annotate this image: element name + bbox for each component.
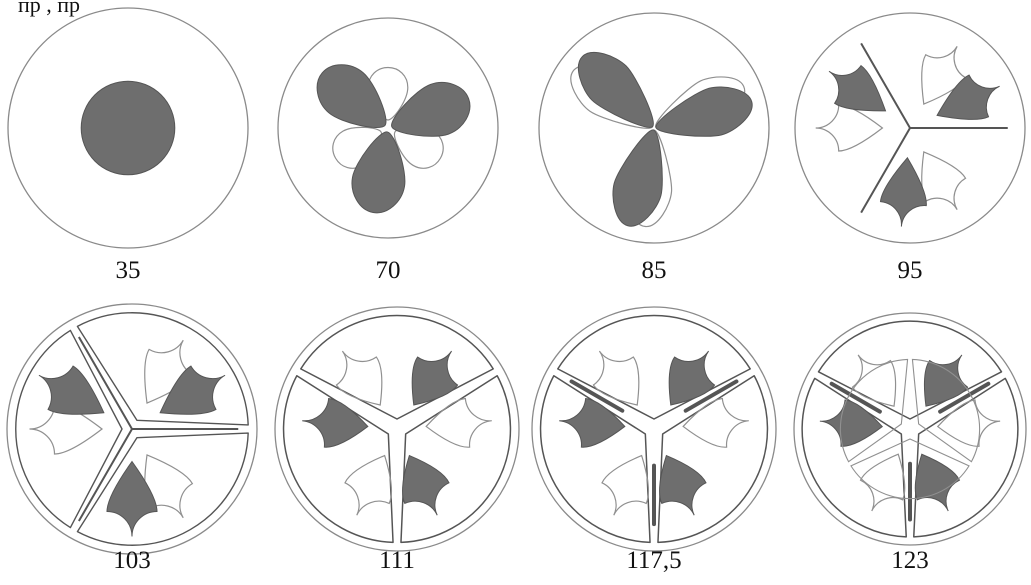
filled-lobe (317, 65, 386, 128)
panel-7 (794, 313, 1026, 545)
filled-drop (302, 399, 368, 448)
panel-4 (7, 304, 257, 554)
filled-lobe (656, 87, 752, 136)
outline-drop (426, 399, 492, 448)
panel-label-5: 111 (379, 547, 415, 574)
panel-label-4: 103 (113, 547, 151, 574)
outline-drop (816, 105, 883, 151)
figure-caption-fragment: пр , пр (18, 0, 80, 17)
outline-drop (602, 456, 648, 516)
filled-drop (915, 454, 959, 511)
outline-drop (336, 351, 381, 405)
panel-6 (532, 307, 776, 551)
panel-label-0: 35 (116, 257, 141, 284)
filled-drop (660, 456, 706, 516)
panel-label-1: 70 (376, 257, 401, 284)
panel-2 (539, 13, 769, 243)
filled-lobe (613, 130, 662, 226)
panel-group (7, 8, 1026, 554)
panel-1 (278, 18, 498, 238)
cell-boundary (77, 433, 248, 545)
filled-lobe (392, 82, 470, 136)
panel-label-group: 35 70 85 95 103 111 117,5 123 (113, 257, 929, 574)
panel-boundary-circle (275, 307, 519, 551)
panel-0 (8, 8, 248, 248)
panel-label-2: 85 (642, 257, 667, 284)
panel-label-3: 95 (898, 257, 923, 284)
panel-3 (795, 13, 1025, 243)
panel-label-6: 117,5 (626, 547, 681, 574)
outline-drop (345, 456, 391, 516)
filled-drop (160, 366, 225, 414)
filled-drop (39, 366, 104, 414)
outline-drop (922, 152, 966, 210)
filled-drop (403, 456, 449, 516)
outline-drop (861, 454, 905, 511)
filled-drop (412, 351, 457, 405)
panel-label-7: 123 (891, 547, 929, 574)
filled-lobe (578, 52, 653, 127)
filled-blob (81, 81, 175, 175)
filled-drop (937, 75, 1000, 119)
panel-5 (275, 307, 519, 551)
